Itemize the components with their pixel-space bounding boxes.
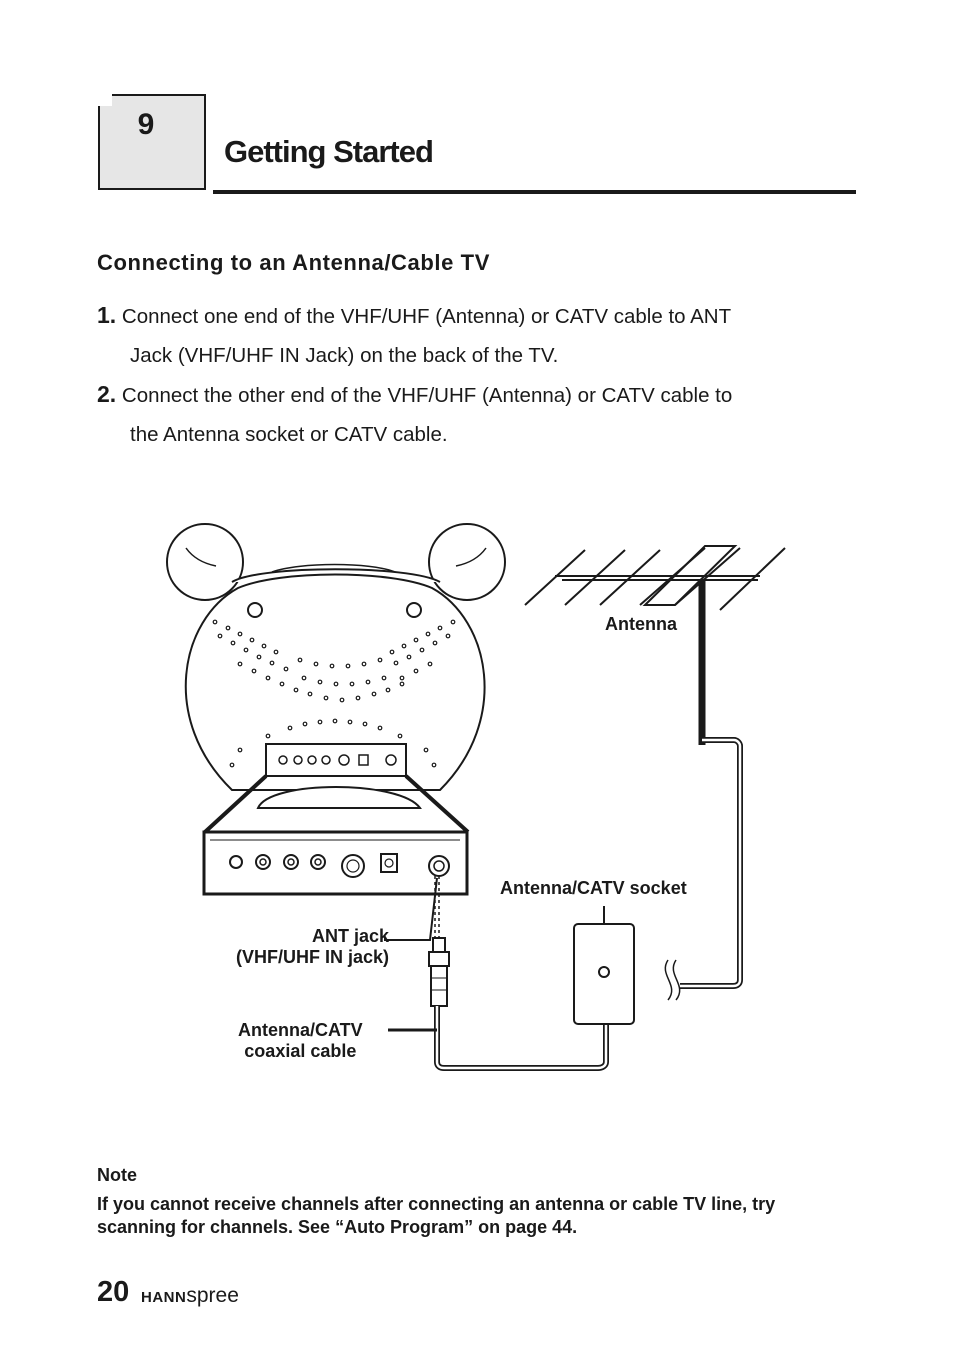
- antenna-illustration: [524, 545, 786, 1001]
- step-text-line2: the Antenna socket or CATV cable.: [130, 423, 448, 446]
- antenna-label: Antenna: [605, 614, 677, 634]
- step-number: 1.: [97, 302, 117, 328]
- step-1: 1. Connect one end of the VHF/UHF (Anten…: [97, 296, 857, 375]
- coaxial-cable: [428, 876, 609, 1071]
- cable-label-line1: Antenna/CATV: [238, 1020, 363, 1040]
- tv-illustration: [166, 523, 506, 834]
- chapter-title: Getting Started: [224, 134, 434, 169]
- ant-jack-label: ANT jack (VHF/UHF IN jack): [215, 926, 389, 968]
- speaker-grille: [212, 619, 456, 768]
- cable-label-line2: coaxial cable: [244, 1041, 357, 1061]
- chapter-number: 9: [137, 108, 155, 141]
- brand-logo: HANNspree: [141, 1284, 239, 1308]
- step-text-line1: Connect one end of the VHF/UHF (Antenna)…: [121, 305, 732, 328]
- step-number: 2.: [97, 381, 117, 407]
- ant-jack-label-line1: ANT jack: [311, 926, 389, 946]
- brand-logo-light: spree: [186, 1284, 239, 1307]
- socket-label: Antenna/CATV socket: [500, 878, 687, 898]
- cable-label: Antenna/CATV coaxial cable: [238, 1020, 363, 1062]
- step-text-line1: Connect the other end of the VHF/UHF (An…: [121, 384, 733, 407]
- section-heading: Connecting to an Antenna/Cable TV: [97, 250, 490, 275]
- brand-logo-bold: HANN: [141, 1289, 187, 1306]
- note-title: Note: [97, 1165, 137, 1185]
- connection-diagram: [166, 523, 786, 1071]
- title-rule: [213, 190, 856, 194]
- page-number: 20: [97, 1276, 130, 1308]
- step-2: 2. Connect the other end of the VHF/UHF …: [97, 375, 857, 454]
- step-text-line2: Jack (VHF/UHF IN Jack) on the back of th…: [130, 344, 559, 367]
- antenna-socket: [573, 906, 635, 1025]
- ant-jack-label-line2: (VHF/UHF IN jack): [235, 947, 389, 967]
- note-body: If you cannot receive channels after con…: [97, 1194, 776, 1237]
- tv-rear-panel-zoom: [202, 830, 469, 896]
- chapter-tab: [98, 94, 206, 190]
- chapter-tab-notch: [98, 94, 112, 106]
